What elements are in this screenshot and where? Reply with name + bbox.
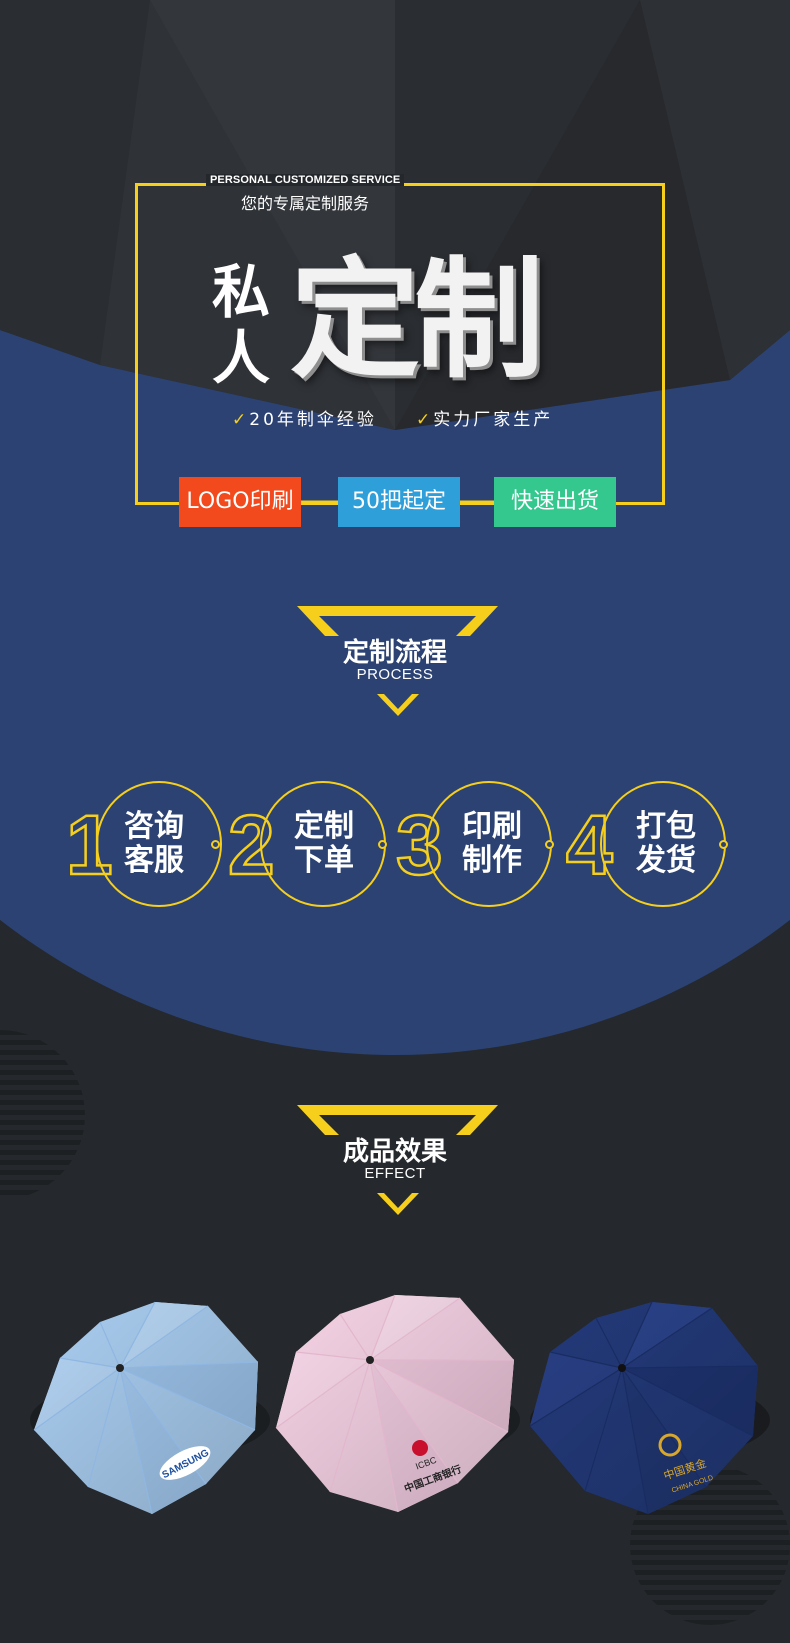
- step-label: 打包发货: [636, 809, 696, 878]
- step-label: 定制下单: [294, 809, 354, 878]
- hero-title-big: 定制: [290, 244, 544, 396]
- process-subtitle: PROCESS: [356, 666, 434, 683]
- tag-logo-print: LOGO印刷: [179, 477, 301, 527]
- step-dot: [378, 840, 387, 849]
- check-icon: ✓: [416, 410, 431, 430]
- umbrella-blue: SAMSUNG: [30, 1301, 270, 1515]
- process-title: 定制流程: [342, 638, 447, 668]
- step-label: 咨询客服: [124, 809, 184, 878]
- effect-subtitle: EFFECT: [364, 1165, 426, 1182]
- step-circle: [96, 781, 222, 907]
- feature-2: ✓实力厂家生产: [416, 410, 554, 430]
- step-label: 印刷制作: [462, 809, 522, 878]
- hero-title-char-1: 私: [212, 258, 271, 326]
- step-dot: [719, 840, 728, 849]
- umbrella-navy: 中国黄金 CHINA GOLD: [529, 1301, 770, 1515]
- step-dot: [211, 840, 220, 849]
- effect-title: 成品效果: [342, 1137, 447, 1167]
- feature-1: ✓20年制伞经验: [232, 410, 377, 430]
- hero-subtitle-cn: 您的专属定制服务: [240, 194, 369, 213]
- china-gold-logo-icon: [658, 1433, 682, 1457]
- step-dot: [545, 840, 554, 849]
- tag-min-order: 50把起定: [338, 477, 460, 527]
- hero-subtitle-en: PERSONAL CUSTOMIZED SERVICE: [206, 174, 405, 186]
- icbc-logo-icon: [412, 1440, 428, 1456]
- check-icon: ✓: [232, 410, 247, 430]
- umbrella-pink: ICBC 中国工商银行: [275, 1294, 520, 1513]
- hero-title-char-2: 人: [212, 324, 271, 392]
- tag-fast-shipping: 快速出货: [494, 477, 616, 527]
